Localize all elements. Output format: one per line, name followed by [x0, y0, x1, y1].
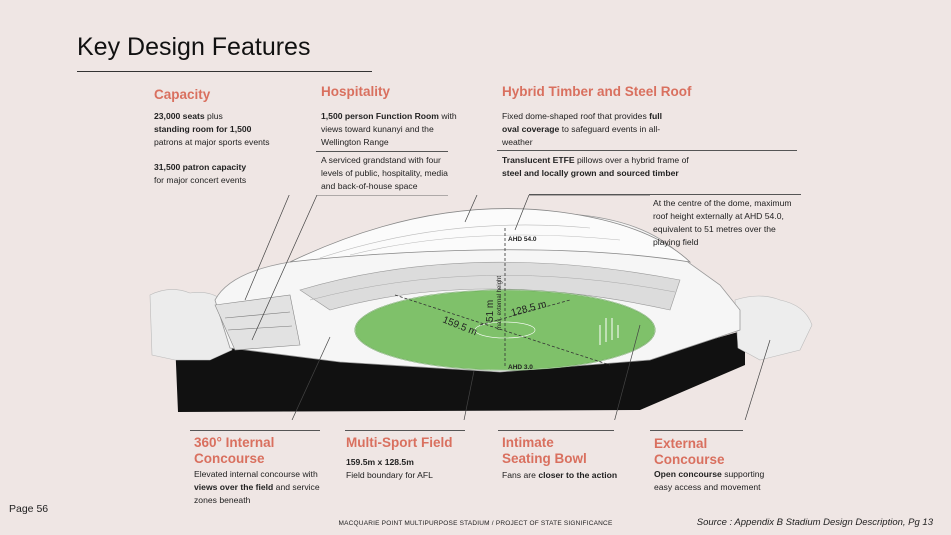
ahd-bottom-label: AHD 3.0: [508, 364, 533, 371]
roof-text-2: Translucent ETFE pillows over a hybrid f…: [502, 155, 689, 178]
bowl-heading: Intimate Seating Bowl: [502, 435, 587, 466]
roof-divider: [497, 150, 797, 151]
roof-divider-2: [529, 194, 801, 195]
stadium-diagram: AHD 54.0 AHD 3.0 51 m max. external heig…: [149, 195, 813, 420]
roof-heading: Hybrid Timber and Steel Roof: [502, 84, 692, 99]
footer-source: Source : Appendix B Stadium Design Descr…: [696, 517, 933, 528]
page-title: Key Design Features: [77, 33, 311, 61]
roof-height-text: At the centre of the dome, maximum roof …: [653, 198, 792, 247]
bowl-divider: [498, 430, 614, 431]
height-label: 51 m: [485, 300, 496, 322]
field-heading: Multi-Sport Field: [346, 435, 453, 450]
external-heading: External Concourse: [654, 436, 725, 467]
footer-project-title: MACQUARIE POINT MULTIPURPOSE STADIUM / P…: [338, 520, 613, 527]
title-underline: [77, 71, 372, 72]
capacity-text: 23,000 seats plus standing room for 1,50…: [154, 111, 270, 185]
field-divider: [345, 430, 465, 431]
concourse-text: Elevated internal concourse with views o…: [194, 469, 320, 505]
concourse-divider: [190, 430, 320, 431]
hospitality-text: 1,500 person Function Room with views to…: [321, 111, 457, 147]
bowl-text: Fans are closer to the action: [502, 470, 618, 480]
page-number: Page 56: [9, 503, 49, 515]
hospitality-heading: Hospitality: [321, 84, 391, 99]
concourse-heading: 360° Internal Concourse: [194, 435, 275, 466]
height-sub-label: max. external height: [497, 276, 503, 330]
roof-text: Fixed dome-shaped roof that provides ful…: [502, 111, 663, 147]
ahd-top-label: AHD 54.0: [508, 236, 537, 243]
external-text: Open concourse supporting easy access an…: [654, 469, 765, 492]
field-text: 159.5m x 128.5m Field boundary for AFL: [346, 457, 433, 480]
capacity-heading: Capacity: [154, 87, 211, 102]
external-divider: [650, 430, 743, 431]
hospitality-text-2: A serviced grandstand with four levels o…: [321, 155, 448, 191]
hospitality-divider: [316, 151, 448, 152]
